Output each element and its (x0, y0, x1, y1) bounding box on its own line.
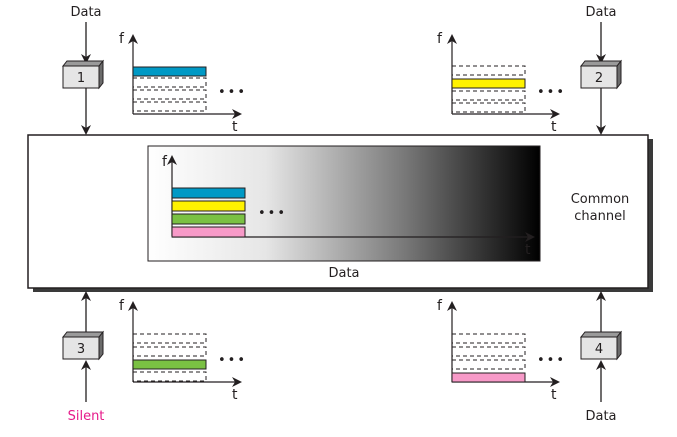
channel-f-label: f (162, 154, 168, 170)
station-2: Data 2 f t ••• (437, 5, 623, 135)
channel-band-4 (171, 226, 246, 238)
station-1-spectrum: f t ••• (119, 31, 247, 135)
station-1: Data 1 f t ••• (61, 5, 247, 135)
station-1-ellipsis: ••• (218, 85, 247, 100)
channel-band-3 (171, 213, 246, 225)
channel-ellipsis: ••• (258, 206, 287, 221)
station-4-f-label: f (437, 298, 443, 314)
station-4-spectrum: f t ••• (437, 298, 566, 403)
station-4-idle-bands (451, 333, 526, 370)
station-4-number: 4 (595, 342, 603, 357)
channel-band-2 (171, 200, 246, 212)
station-2-number: 2 (595, 71, 603, 86)
station-4-box: 4 (579, 330, 623, 361)
station-2-t-label: t (551, 119, 557, 135)
station-4: 4 Data f t ••• (437, 291, 623, 424)
station-4-active-band (451, 372, 526, 383)
channel-t-label: t (525, 242, 531, 258)
station-3-t-label: t (232, 387, 238, 403)
station-3-f-label: f (119, 298, 125, 314)
station-1-idle-bands (132, 77, 207, 112)
station-3-idle-bands (132, 333, 207, 382)
station-3: 3 Silent f t ••• (61, 291, 247, 424)
channel-label-line2: channel (574, 209, 625, 224)
station-3-active-band (132, 359, 207, 370)
station-4-t-label: t (551, 387, 557, 403)
station-1-f-label: f (119, 31, 125, 47)
channel-data-label: Data (328, 266, 359, 281)
channel-label-line1: Common (571, 192, 630, 207)
station-2-spectrum: f t ••• (437, 31, 566, 135)
station-1-data-label: Data (70, 5, 101, 20)
station-1-active-band (132, 66, 207, 77)
station-2-active-band (451, 78, 526, 89)
common-channel: f t ••• Data Common channel (27, 134, 653, 292)
station-3-number: 3 (77, 342, 85, 357)
channel-band-1 (171, 187, 246, 199)
station-4-ellipsis: ••• (537, 353, 566, 368)
station-3-silent-label: Silent (68, 409, 105, 424)
station-3-spectrum: f t ••• (119, 298, 247, 403)
station-2-ellipsis: ••• (537, 85, 566, 100)
station-3-box: 3 (61, 330, 105, 361)
station-4-data-label: Data (585, 409, 616, 424)
station-2-idle-bands (451, 65, 526, 113)
station-3-ellipsis: ••• (218, 353, 247, 368)
station-2-f-label: f (437, 31, 443, 47)
station-1-t-label: t (232, 119, 238, 135)
station-1-box: 1 (61, 59, 105, 90)
station-2-data-label: Data (585, 5, 616, 20)
station-2-box: 2 (579, 59, 623, 90)
station-1-number: 1 (77, 71, 85, 86)
